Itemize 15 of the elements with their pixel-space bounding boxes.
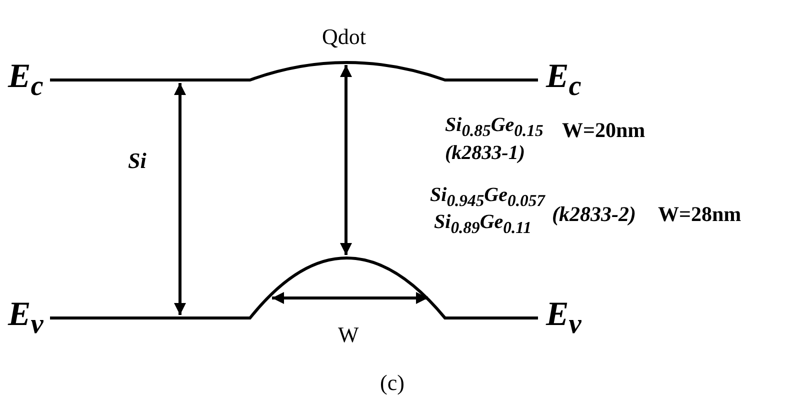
width-label: W=20nm (562, 120, 646, 141)
composition-label: Si$_{0.945}$Ge$_{0.057}$ (430, 185, 545, 210)
sample-label: (k2833-2) (552, 204, 636, 225)
composition-label: Si$_{0.89}$Ge$_{0.11}$ (434, 212, 532, 237)
sample-label: (k2833-1) (445, 143, 525, 163)
width-symbol-label: W (338, 324, 359, 346)
band-edge-label: E$_{c}$ (546, 60, 582, 102)
band-edge-label: E$_{v}$ (546, 298, 582, 340)
material-label: Si (128, 150, 146, 172)
width-label: W=28nm (658, 204, 742, 225)
band-edge-label: E$_{v}$ (8, 298, 44, 340)
composition-label: Si$_{0.85}$Ge$_{0.15}$ (445, 115, 544, 140)
band-edge-label: E$_{c}$ (8, 60, 44, 102)
figure-caption: (c) (380, 372, 404, 394)
qdot-label: Qdot (322, 26, 366, 48)
